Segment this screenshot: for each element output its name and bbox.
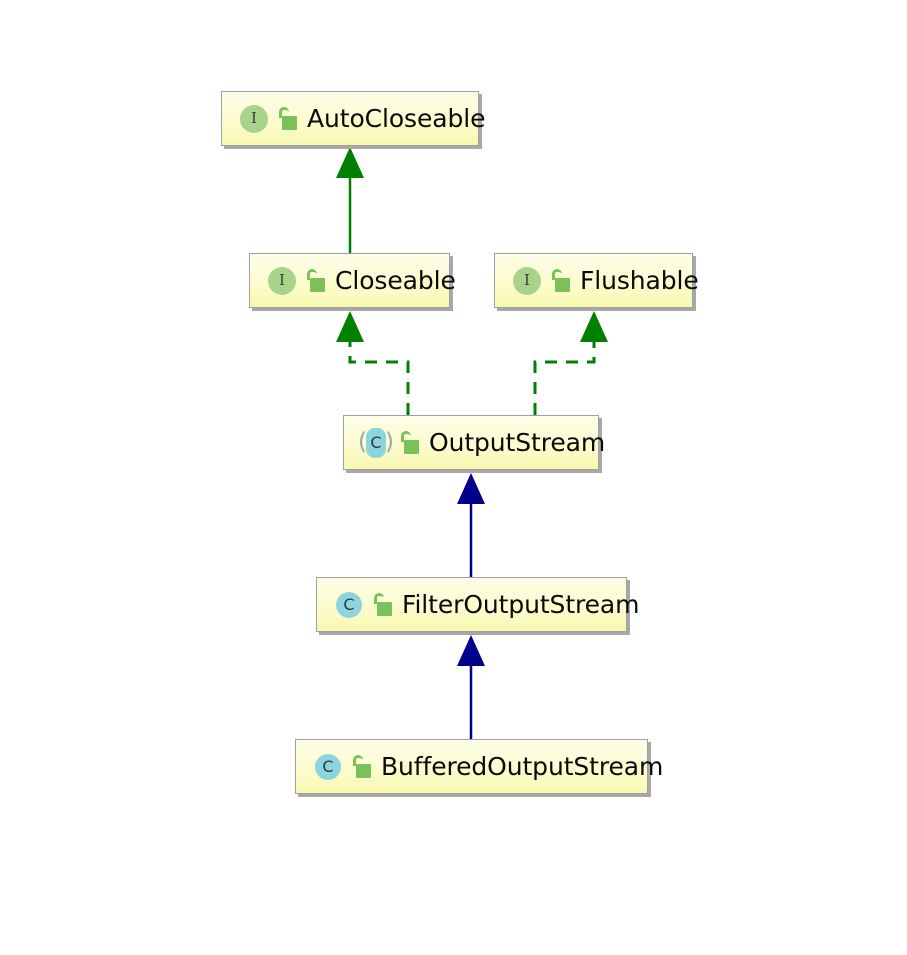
open-padlock-icon — [306, 268, 326, 293]
abstract-glyph: C — [370, 432, 382, 452]
class-node-label: Flushable — [580, 266, 699, 295]
class-node-label: OutputStream — [429, 428, 606, 457]
class-node-autocloseable[interactable]: I AutoCloseable — [221, 91, 485, 146]
class-disc — [336, 591, 362, 618]
class-node-bufferedoutputstream[interactable]: C BufferedOutputStream — [295, 739, 663, 794]
padlock-shackle — [374, 592, 384, 604]
edge-outputstream-implements-flushable — [533, 311, 608, 415]
padlock-shackle — [552, 268, 562, 280]
class-node-outputstream[interactable]: ( C ) OutputStream — [343, 415, 605, 470]
class-node-label: FilterOutputStream — [402, 590, 640, 619]
edge-closeable-extends-autocloseable — [336, 147, 364, 253]
abstract-paren-left: ( — [358, 429, 367, 455]
padlock-shackle — [353, 754, 363, 766]
edge-bufferedoutputstream-extends-filteroutputstream — [457, 635, 485, 739]
arrowhead-filled-triangle — [580, 311, 608, 342]
interface-badge-icon: I — [266, 265, 298, 297]
padlock-body — [377, 601, 392, 616]
abstract-class-badge-icon: ( C ) — [358, 427, 394, 459]
arrowhead-filled-triangle — [457, 635, 485, 666]
class-glyph: C — [322, 756, 334, 776]
interface-disc — [513, 266, 541, 295]
class-disc — [315, 753, 341, 780]
class-badge-icon: C — [333, 589, 365, 621]
interface-glyph: I — [251, 109, 257, 127]
open-padlock-icon — [373, 592, 393, 617]
padlock-body — [356, 763, 371, 778]
interface-badge-icon: I — [238, 103, 270, 135]
arrowhead-filled-triangle — [336, 147, 364, 178]
padlock-body — [310, 277, 325, 292]
class-node-label: BufferedOutputStream — [381, 752, 664, 781]
interface-glyph: I — [279, 271, 285, 289]
padlock-shackle — [279, 106, 289, 118]
open-padlock-icon — [400, 430, 420, 455]
padlock-shackle — [307, 268, 317, 280]
edge-outputstream-implements-closeable — [336, 311, 410, 415]
open-padlock-icon — [352, 754, 372, 779]
class-badge-icon: C — [312, 751, 344, 783]
edge-filteroutputstream-extends-outputstream — [457, 473, 485, 577]
interface-badge-icon: I — [511, 265, 543, 297]
class-glyph: C — [343, 594, 355, 614]
class-node-label: Closeable — [335, 266, 456, 295]
padlock-body — [282, 115, 297, 130]
class-node-flushable[interactable]: I Flushable — [494, 253, 699, 308]
padlock-shackle — [401, 430, 411, 442]
abstract-disc — [366, 427, 386, 458]
interface-glyph: I — [524, 271, 530, 289]
abstract-paren-right: ) — [385, 429, 394, 455]
padlock-body — [404, 439, 419, 454]
edge-line — [348, 340, 410, 415]
padlock-body — [555, 277, 570, 292]
edge-line — [533, 340, 596, 415]
arrowhead-filled-triangle — [457, 473, 485, 504]
interface-disc — [268, 266, 296, 295]
interface-disc — [240, 104, 268, 133]
open-padlock-icon — [278, 106, 298, 131]
arrowhead-filled-triangle — [336, 311, 364, 342]
class-node-filteroutputstream[interactable]: C FilterOutputStream — [316, 577, 640, 632]
class-node-label: AutoCloseable — [307, 104, 486, 133]
open-padlock-icon — [551, 268, 571, 293]
class-node-closeable[interactable]: I Closeable — [249, 253, 456, 308]
